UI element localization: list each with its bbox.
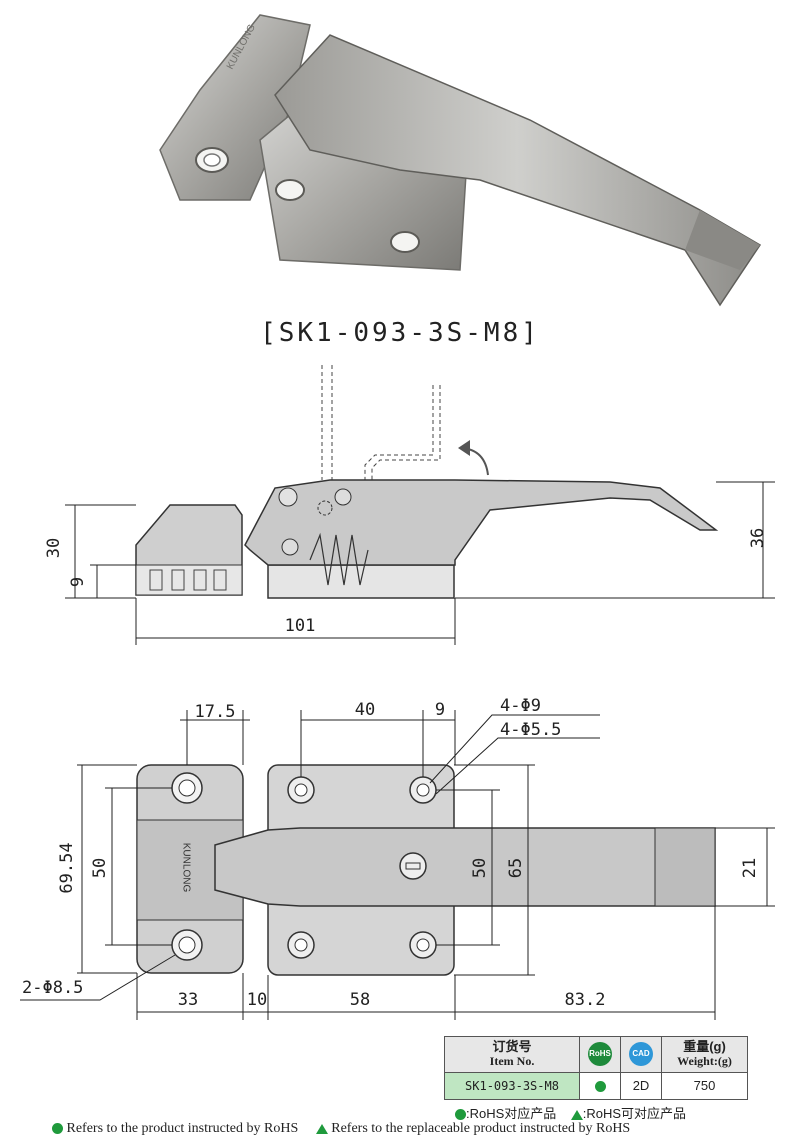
dim-holes-keeper: 2-Φ8.5 [22,978,84,998]
rohs-badge-icon: RoHS [588,1042,612,1067]
col-weight: 重量(g) Weight:(g) [661,1036,748,1073]
rohs-dot-icon [52,1123,63,1135]
dim-holes-large: 4-Φ9 [500,696,541,716]
dim-10: 10 [246,990,268,1010]
dim-40: 40 [354,700,376,720]
dim-65: 65 [506,857,526,879]
product-photo: KUNLONG [140,0,780,315]
dim-height-36: 36 [748,527,768,549]
dim-50-left: 50 [90,857,110,879]
dim-height-30: 30 [44,537,64,559]
side-view-drawing: 30 9 36 101 [0,360,800,650]
item-no-cell: SK1-093-3S-M8 [444,1071,580,1101]
cad-cell: 2D [620,1071,662,1101]
footer-legend: Refers to the product instructed by RoHS… [52,1121,792,1137]
dim-holes-small: 4-Φ5.5 [500,720,562,740]
table-notes: :RoHS对应产品 :RoHS可对应产品 [455,1103,755,1122]
rohs-dot-icon [594,1081,606,1093]
rohs-cell [579,1071,621,1101]
spec-table: 订货号 Item No. RoHS CAD 重量(g) Weight:(g) S… [444,1036,748,1101]
model-title: [SK1-093-3S-M8] [260,318,540,348]
spec-table-header: 订货号 Item No. RoHS CAD 重量(g) Weight:(g) [444,1036,748,1073]
replaceable-triangle-icon [570,1109,583,1120]
replaceable-triangle-icon [315,1123,328,1134]
dim-w-17-5: 17.5 [194,702,236,722]
col-rohs: RoHS [579,1036,621,1073]
dim-33: 33 [177,990,199,1010]
top-view-drawing: 17.5 40 9 4-Φ9 4-Φ5.5 69.54 50 50 65 21 … [0,690,800,1030]
table-row: SK1-093-3S-M8 2D 750 [444,1071,748,1101]
keeper-brand-mark: KUNLONG [180,842,192,893]
dim-length-101: 101 [284,616,316,636]
dim-21: 21 [740,857,760,879]
col-cad: CAD [620,1036,662,1073]
dim-50-right: 50 [470,857,490,879]
dim-9: 9 [434,700,446,720]
col-item-no: 订货号 Item No. [444,1036,580,1073]
dim-83-2: 83.2 [564,990,606,1010]
dim-58: 58 [349,990,371,1010]
rohs-dot-icon [455,1109,466,1121]
weight-cell: 750 [661,1071,748,1101]
cad-badge-icon: CAD [629,1042,653,1067]
dim-base-9: 9 [68,576,88,588]
dim-69-54: 69.54 [57,842,77,894]
